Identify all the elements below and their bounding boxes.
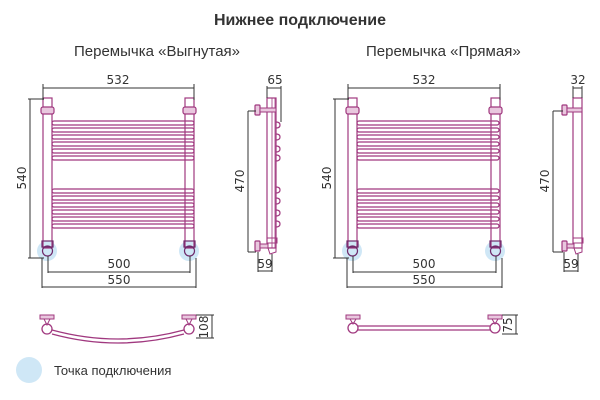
legend: Точка подключения — [16, 357, 171, 383]
variant-title-curved: Перемычка «Выгнутая» — [74, 43, 241, 60]
dim-side-offset: 59 — [563, 257, 578, 271]
front-view-curved: 532 540 500 550 — [15, 73, 199, 288]
dim-side-height: 470 — [538, 170, 552, 193]
dim-height: 540 — [320, 167, 334, 190]
dim-side-offset: 59 — [257, 257, 272, 271]
side-view-straight: 32 470 59 — [538, 73, 586, 272]
top-view-straight: 75 — [345, 314, 518, 335]
page-title: Нижнее подключение — [213, 12, 387, 29]
top-view-curved: 108 — [39, 314, 214, 344]
dim-side-depth: 32 — [570, 73, 585, 87]
front-view-straight: 532 540 500 550 — [320, 73, 505, 288]
dim-center-distance: 500 — [108, 257, 131, 271]
dim-total-width: 550 — [413, 273, 436, 287]
legend-label: Точка подключения — [54, 362, 172, 378]
dim-top-depth: 75 — [501, 317, 515, 332]
connection-point-icon — [16, 357, 42, 383]
dim-width-top: 532 — [413, 73, 436, 87]
dim-height: 540 — [15, 167, 29, 190]
dim-top-depth: 108 — [197, 316, 211, 339]
dim-total-width: 550 — [108, 273, 131, 287]
dim-width-top: 532 — [107, 73, 130, 87]
variant-title-straight: Перемычка «Прямая» — [366, 43, 521, 60]
side-view-curved: 65 470 59 — [233, 73, 283, 272]
dim-side-height: 470 — [233, 170, 247, 193]
dim-center-distance: 500 — [413, 257, 436, 271]
dim-side-depth: 65 — [267, 73, 282, 87]
